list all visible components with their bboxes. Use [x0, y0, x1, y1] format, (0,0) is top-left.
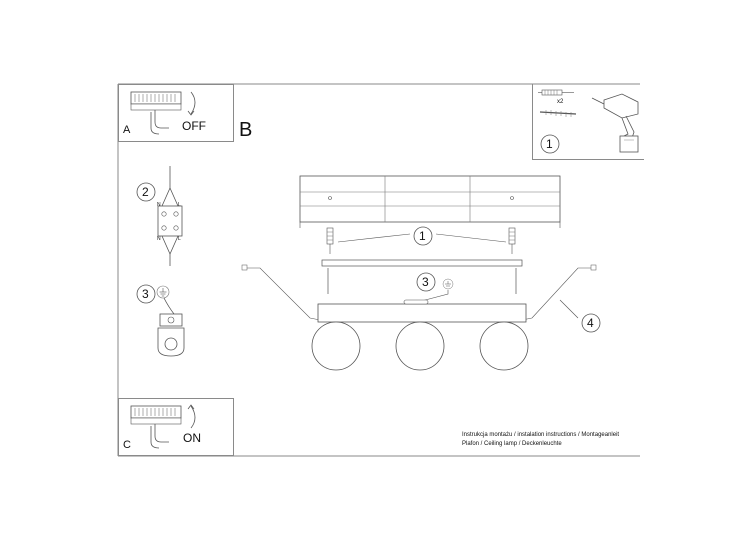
main-step-1-number: 1 — [419, 229, 426, 243]
wall-anchor-right — [508, 227, 516, 254]
panel-a-letter: A — [123, 124, 131, 136]
panel-b-letter: B — [239, 119, 253, 141]
panel-a-frame — [118, 84, 234, 142]
terminal-label-n-bottom: N — [157, 236, 161, 242]
main-step-3-number: 3 — [422, 275, 429, 289]
step-1-number: 1 — [546, 137, 553, 151]
glass-globe-center — [395, 321, 445, 371]
terminal-label-l-bottom: L — [178, 236, 181, 242]
step-3-number: 3 — [142, 287, 149, 301]
terminal-label-n-top: N — [157, 202, 161, 208]
step-2-number: 2 — [142, 185, 149, 199]
terminal-label-l-top: L — [178, 202, 181, 208]
lamp-canopy — [317, 299, 527, 323]
anchor-screw-icon — [538, 89, 577, 117]
glass-globe-left — [311, 321, 361, 371]
switch-on-label: ON — [183, 431, 201, 445]
drill-kit-frame — [532, 84, 644, 160]
switch-on-illustration — [130, 404, 196, 449]
footer-instructions-line: Instrukcja montażu / instalation instruc… — [462, 432, 620, 438]
switch-off-label: OFF — [182, 119, 206, 133]
wall-anchor-left — [326, 227, 334, 254]
ground-terminal-diagram — [157, 297, 185, 357]
ground-symbol-icon — [156, 285, 170, 299]
anchor-multiplier: x2 — [557, 99, 564, 105]
step-1-marker — [540, 134, 560, 154]
ceiling-block — [299, 175, 561, 228]
panel-c-letter: C — [123, 439, 131, 451]
drill-icon — [591, 93, 639, 153]
main-step-4-number: 4 — [587, 316, 594, 330]
glass-globe-right — [479, 321, 529, 371]
panel-c-frame — [118, 398, 234, 456]
terminal-block-diagram — [157, 166, 183, 266]
switch-off-illustration — [130, 91, 196, 135]
footer-product-line: Plafon / Ceiling lamp / Deckenleuchte — [462, 441, 562, 447]
step-3-marker — [136, 284, 156, 304]
ceiling-lamp-assembly — [241, 175, 601, 371]
step-2-marker — [136, 182, 156, 202]
